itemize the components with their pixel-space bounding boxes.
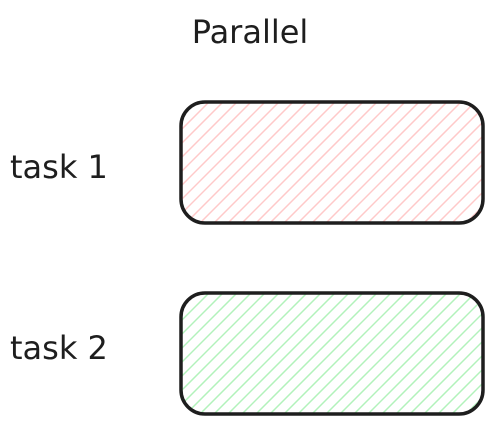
task-2-label: task 2 bbox=[10, 329, 108, 367]
hatch-line bbox=[325, 102, 448, 223]
hatch-line bbox=[255, 293, 378, 414]
task-2-box-outline bbox=[179, 291, 485, 416]
hatch-line bbox=[367, 102, 483, 223]
hatch-line bbox=[227, 293, 350, 414]
hatch-line bbox=[181, 293, 196, 414]
hatch-line bbox=[185, 102, 308, 223]
hatch-line bbox=[395, 293, 483, 414]
hatch-line bbox=[311, 293, 434, 414]
hatch-line bbox=[339, 293, 462, 414]
hatch-line bbox=[181, 293, 294, 414]
hatch-line bbox=[181, 293, 224, 414]
task-1-box-outline bbox=[179, 100, 485, 225]
hatch-line bbox=[381, 293, 483, 414]
hatch-line bbox=[227, 102, 350, 223]
task-2-hatch bbox=[181, 293, 483, 414]
task-2-box bbox=[179, 291, 485, 416]
hatch-line bbox=[451, 102, 483, 223]
hatch-line bbox=[367, 293, 483, 414]
hatch-line bbox=[423, 293, 483, 414]
hatch-line bbox=[181, 102, 280, 223]
hatch-line bbox=[241, 102, 364, 223]
hatch-line bbox=[353, 293, 476, 414]
hatch-line bbox=[181, 102, 294, 223]
hatch-line bbox=[283, 102, 406, 223]
hatch-line bbox=[353, 102, 476, 223]
hatch-line bbox=[213, 293, 336, 414]
hatch-line bbox=[409, 293, 483, 414]
hatch-line bbox=[255, 102, 378, 223]
hatch-line bbox=[297, 102, 420, 223]
hatch-line bbox=[181, 102, 210, 223]
hatch-line bbox=[269, 293, 392, 414]
hatch-line bbox=[423, 102, 483, 223]
hatch-line bbox=[199, 102, 322, 223]
diagram-title: Parallel bbox=[191, 13, 309, 51]
hatch-line bbox=[409, 102, 483, 223]
hatch-line bbox=[437, 102, 483, 223]
hatch-line bbox=[269, 102, 392, 223]
hatch-line bbox=[395, 102, 483, 223]
hatch-line bbox=[181, 293, 266, 414]
hatch-line bbox=[451, 293, 483, 414]
hatch-line bbox=[181, 293, 252, 414]
hatch-line bbox=[181, 102, 266, 223]
hatch-line bbox=[381, 102, 483, 223]
hatch-line bbox=[181, 293, 210, 414]
hatch-line bbox=[181, 102, 252, 223]
hatch-line bbox=[241, 293, 364, 414]
hatch-line bbox=[199, 293, 322, 414]
hatch-line bbox=[181, 102, 238, 223]
hatch-line bbox=[339, 102, 462, 223]
hatch-line bbox=[181, 293, 280, 414]
hatch-line bbox=[213, 102, 336, 223]
hatch-line bbox=[437, 293, 483, 414]
hatch-line bbox=[181, 293, 238, 414]
task-1-box bbox=[179, 100, 485, 225]
hatch-line bbox=[181, 102, 224, 223]
hatch-line bbox=[297, 293, 420, 414]
task-1-hatch bbox=[181, 102, 483, 223]
hatch-line bbox=[283, 293, 406, 414]
hatch-line bbox=[311, 102, 434, 223]
hatch-line bbox=[185, 293, 308, 414]
hatch-line bbox=[181, 293, 182, 414]
task-1-label: task 1 bbox=[10, 148, 108, 186]
hatch-line bbox=[181, 102, 182, 223]
hatch-line bbox=[325, 293, 448, 414]
hatch-line bbox=[181, 102, 196, 223]
